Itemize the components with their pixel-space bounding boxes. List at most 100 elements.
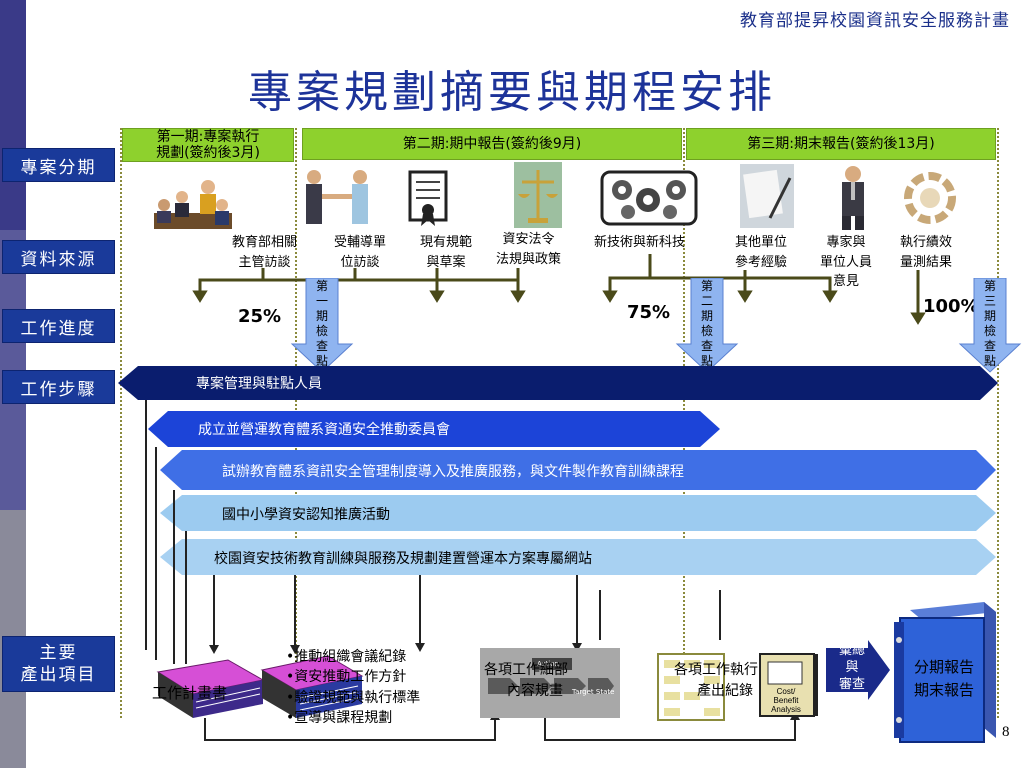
source-norms-line2: 與草案 bbox=[426, 254, 466, 270]
expert-icon bbox=[842, 166, 864, 230]
target-state-tag: Target State bbox=[572, 688, 615, 696]
checkpoint-label-1: 第 一 期 檢 查 點 bbox=[315, 279, 329, 369]
source-laws-line2: 法規與政策 bbox=[496, 251, 562, 267]
action-diagram-icon bbox=[480, 648, 620, 718]
progress-pct-1: 25% bbox=[238, 306, 282, 327]
check2-c5: 查 bbox=[700, 339, 713, 353]
output-bullet-2: •資安推動工作方針 bbox=[286, 669, 407, 686]
review-line2: 與 bbox=[845, 659, 859, 675]
gears-icon bbox=[600, 170, 698, 226]
check2-c4: 檢 bbox=[700, 324, 713, 338]
source-ministry-line1: 教育部相關 bbox=[232, 235, 298, 250]
writing-icon bbox=[740, 164, 794, 228]
step-label-1: 專案管理與駐點人員 bbox=[196, 376, 322, 392]
progress-pct-3: 100% bbox=[923, 296, 979, 317]
source-others-line2: 參考經驗 bbox=[735, 254, 788, 270]
phase-2-line1: 第二期:期中報告(簽約後9月) bbox=[402, 135, 582, 152]
row-label-steps: 工作步驟 bbox=[2, 370, 115, 404]
cycle-icon bbox=[904, 172, 956, 224]
step-label-5: 校園資安技術教育訓練與服務及規劃建置營運本方案專屬網站 bbox=[214, 551, 592, 567]
cost-text-2: Benefit bbox=[773, 695, 799, 705]
output-spec-line2: 內容規畫 bbox=[507, 683, 563, 699]
report-line1: 分期報告 bbox=[913, 658, 974, 676]
check1-c1: 第 bbox=[315, 279, 328, 293]
row-label-progress: 工作進度 bbox=[2, 309, 115, 343]
row-label-sources: 資料來源 bbox=[2, 240, 115, 274]
flowchart-doc-icon bbox=[657, 653, 725, 721]
page-number: 8 bbox=[1002, 724, 1010, 740]
source-perf-line2: 量測結果 bbox=[900, 254, 953, 270]
cost-text-3: Analysis bbox=[771, 704, 801, 714]
check3-c5: 查 bbox=[983, 339, 996, 353]
check3-c6: 點 bbox=[983, 354, 996, 368]
phase-1-line1: 第一期:專案執行 bbox=[156, 128, 260, 145]
check3-c4: 檢 bbox=[983, 324, 996, 338]
output-plan-book-label: 工作計畫書 bbox=[152, 684, 228, 702]
phase-1-line2: 規劃(簽約後3月) bbox=[156, 145, 260, 161]
step-label-2: 成立並營運教育體系資通安全推動委員會 bbox=[198, 422, 450, 438]
output-record-label: 各項工作執行 產出紀錄 bbox=[674, 660, 758, 702]
output-spec-label: 各項工作細部 內容規畫 bbox=[484, 660, 568, 702]
cost-benefit-label: Cost/ Benefit Analysis bbox=[766, 687, 806, 714]
source-label-experts: 專家與 單位人員 意見 bbox=[820, 233, 872, 292]
source-label-others: 其他單位 參考經驗 bbox=[735, 233, 787, 272]
review-line1: 彙總 bbox=[838, 643, 865, 658]
review-label: 彙總 與 審查 bbox=[834, 643, 870, 694]
phase-1-header: 第一期:專案執行 規劃(簽約後3月) bbox=[122, 128, 294, 162]
check1-c3: 期 bbox=[315, 309, 328, 323]
cost-benefit-book-icon bbox=[759, 653, 818, 717]
source-label-ministry: 教育部相關 主管訪談 bbox=[232, 233, 297, 272]
meeting-icon bbox=[154, 180, 232, 229]
source-experts-line1: 專家與 bbox=[826, 235, 866, 250]
progress-pct-2: 75% bbox=[627, 302, 671, 323]
review-line3: 審查 bbox=[838, 676, 865, 692]
row-label-phases: 專案分期 bbox=[2, 148, 115, 182]
source-label-perf: 執行績效 量測結果 bbox=[900, 233, 952, 272]
check2-c2: 二 bbox=[700, 294, 713, 308]
output-spec-line1: 各項工作細部 bbox=[484, 662, 568, 678]
review-arrow bbox=[826, 640, 890, 700]
row-label-outputs-line2: 產出項目 bbox=[20, 665, 97, 685]
source-experts-line3: 意見 bbox=[833, 274, 860, 289]
step-arrow-5 bbox=[160, 539, 996, 575]
check1-c2: 一 bbox=[315, 294, 328, 308]
handshake-icon bbox=[306, 170, 368, 224]
output-record-line2: 產出紀錄 bbox=[697, 683, 753, 699]
phase-2-header: 第二期:期中報告(簽約後9月) bbox=[302, 128, 682, 160]
plan-book-icon bbox=[156, 659, 265, 718]
source-units-line2: 位訪談 bbox=[340, 254, 380, 270]
check1-c6: 點 bbox=[315, 354, 328, 368]
source-label-units: 受輔導單 位訪談 bbox=[334, 233, 386, 272]
checkpoint-label-2: 第 二 期 檢 查 點 bbox=[700, 279, 714, 369]
source-others-line1: 其他單位 bbox=[735, 235, 788, 250]
output-bullet-1: •推動組織會議紀錄 bbox=[286, 649, 407, 665]
step-arrow-4 bbox=[160, 495, 996, 531]
sidebar-strip-top bbox=[0, 0, 26, 230]
source-laws-line1: 資安法令 bbox=[502, 232, 555, 247]
row-label-outputs-line1: 主要 bbox=[39, 642, 78, 663]
source-units-line1: 受輔導單 bbox=[334, 235, 387, 250]
phase-divider-1 bbox=[120, 128, 122, 718]
step-label-4: 國中小學資安認知推廣活動 bbox=[222, 507, 390, 523]
checkpoint-arrow-3 bbox=[958, 278, 1022, 373]
check2-c6: 點 bbox=[700, 354, 713, 368]
scales-icon bbox=[514, 162, 562, 228]
source-label-norms: 現有規範 與草案 bbox=[420, 233, 472, 272]
check3-c2: 三 bbox=[983, 294, 996, 308]
report-label: 分期報告 期末報告 bbox=[904, 656, 984, 701]
source-tech-line1: 新技術與新科技 bbox=[594, 235, 686, 250]
org-header: 教育部提昇校園資訊安全服務計畫 bbox=[740, 11, 1010, 31]
check3-c3: 期 bbox=[983, 309, 996, 323]
report-line2: 期末報告 bbox=[913, 680, 974, 699]
output-record-line1: 各項工作執行 bbox=[674, 662, 758, 678]
source-perf-line1: 執行績效 bbox=[900, 235, 953, 250]
phase-divider-4 bbox=[997, 128, 999, 718]
check3-c1: 第 bbox=[983, 279, 996, 293]
source-norms-line1: 現有規範 bbox=[420, 235, 473, 250]
checkpoint-label-3: 第 三 期 檢 查 點 bbox=[983, 279, 997, 369]
checkpoint-arrow-1 bbox=[290, 278, 354, 373]
cost-text-1: Cost/ bbox=[776, 687, 796, 696]
check1-c4: 檢 bbox=[315, 324, 328, 338]
